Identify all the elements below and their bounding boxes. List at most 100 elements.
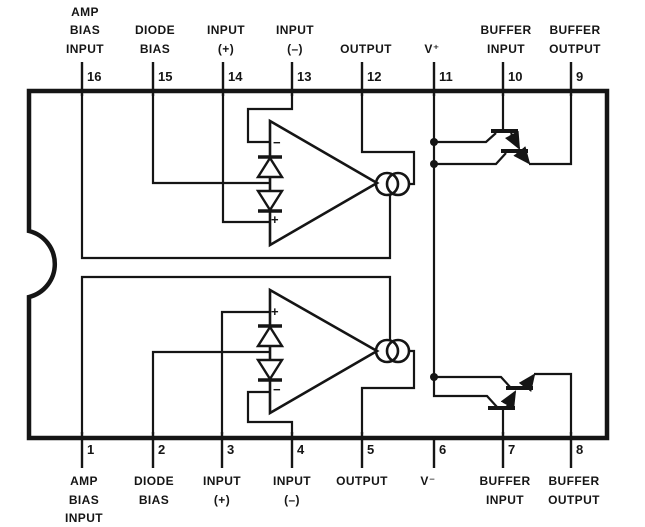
pin-label-line: DIODE — [134, 23, 176, 37]
bottom-pin-3-label: INPUT (+) — [203, 472, 241, 509]
bottom-pin-number-3: 3 — [227, 442, 235, 457]
pin-label-line: BUFFER — [548, 474, 600, 488]
bottom-pin-4-label: INPUT (–) — [273, 472, 311, 509]
pin-label-line: INPUT — [207, 23, 245, 37]
pin-label-line: (+) — [213, 492, 231, 507]
top-pin-9-label: BUFFER OUTPUT — [549, 21, 601, 58]
opamp1-inverting-sign: − — [273, 135, 281, 150]
wire-pin14-input-plus — [221, 94, 270, 224]
opamp1-diodes — [255, 155, 285, 213]
top-pin-12-label: OUTPUT — [340, 40, 392, 59]
pin-label-line: AMP — [70, 474, 98, 488]
opamp1-output-current-source — [374, 171, 411, 197]
diode-triangle — [255, 189, 285, 213]
wire-pin9-buffer-output — [529, 94, 573, 166]
pin-label-line: INPUT — [273, 474, 311, 488]
buffer2-q1-emitter — [500, 390, 517, 410]
buffer1-collector-wire-2 — [434, 152, 507, 166]
top-pin-number-13: 13 — [297, 69, 312, 84]
buffer2-q2-emitter — [518, 373, 536, 392]
pin-label-line: BUFFER — [479, 474, 531, 488]
bottom-pin-number-5: 5 — [367, 442, 375, 457]
pin-label-line: (–) — [287, 41, 303, 56]
top-pin-number-15: 15 — [158, 69, 173, 84]
bottom-pin-number-2: 2 — [158, 442, 166, 457]
top-pin-number-14: 14 — [228, 69, 243, 84]
diode-triangle — [255, 324, 285, 348]
pin-label-line: BUFFER — [480, 23, 532, 37]
opamp1-noninverting-sign: + — [271, 212, 279, 227]
pin-label-line: INPUT — [487, 41, 525, 56]
wire-pin15-diode-bias — [151, 94, 270, 185]
buffer1-darlington — [434, 94, 573, 166]
buffer1-collector-wire-1 — [434, 132, 497, 144]
top-pin-11-label: V⁺ — [424, 40, 439, 59]
wire-vplus-rail — [432, 94, 498, 408]
pin-label-line: INPUT — [276, 23, 314, 37]
opamp2-inverting-sign: − — [273, 382, 281, 397]
wire-pin2-diode-bias — [151, 350, 270, 434]
buffer1-q2-emitter — [513, 146, 531, 165]
bottom-pin-7-label: BUFFER INPUT — [479, 472, 530, 509]
wire-pin8-buffer-output — [534, 372, 573, 434]
junction-dot — [430, 160, 438, 168]
pin-label-line: BUFFER — [549, 23, 601, 37]
top-pin-16-label: AMP BIAS INPUT — [66, 3, 104, 59]
opamp2-diodes — [255, 324, 285, 382]
opamp2-triangle — [268, 287, 380, 416]
pin-label-line: OUTPUT — [336, 474, 388, 488]
pin-label-line: OUTPUT — [340, 41, 392, 56]
opamp1-triangle — [268, 118, 380, 248]
bottom-pin-5-label: OUTPUT — [336, 472, 388, 491]
pin-label-line: INPUT — [66, 41, 104, 56]
pin-label-line: OUTPUT — [549, 41, 601, 56]
pin-label-line: V⁺ — [424, 41, 440, 56]
wire-pin3-input-plus — [220, 310, 270, 434]
ic-outline — [26, 88, 610, 441]
pin-label-line: INPUT — [203, 474, 241, 488]
top-pin-stub-lines — [80, 62, 573, 96]
bottom-pin-number-8: 8 — [576, 442, 584, 457]
pin-label-line: INPUT — [486, 492, 524, 507]
top-pin-number-12: 12 — [367, 69, 382, 84]
opamp2-noninverting-sign: + — [271, 304, 279, 319]
top-pin-15-label: DIODE BIAS — [135, 21, 175, 58]
top-pin-number-11: 11 — [439, 69, 453, 84]
buffer1-q1-emitter — [504, 130, 521, 150]
bottom-pin-stub-lines — [80, 432, 573, 468]
junction-dot — [430, 373, 438, 381]
wire-pin13-input-minus — [246, 94, 294, 144]
pin-label-line: (+) — [217, 41, 235, 56]
bottom-pin-6-label: V⁻ — [420, 472, 435, 491]
bottom-pin-number-4: 4 — [297, 442, 305, 457]
diode-triangle — [255, 155, 285, 179]
wire-pin1-amp-bias — [80, 275, 392, 434]
top-pin-13-label: INPUT (–) — [276, 21, 314, 58]
bottom-pin-1-label: AMP BIAS INPUT — [65, 472, 103, 527]
pin-label-line: BIAS — [69, 23, 101, 37]
pin-label-line: INPUT — [65, 511, 103, 525]
pin-label-line: V⁻ — [420, 474, 436, 488]
bottom-pin-number-6: 6 — [439, 442, 447, 457]
pin-label-line: BIAS — [68, 492, 100, 507]
pin-label-line: (–) — [284, 492, 300, 507]
diode-triangle — [255, 358, 285, 382]
opamp2-output-current-source — [374, 338, 411, 364]
bottom-pin-number-7: 7 — [508, 442, 516, 457]
pin-label-line: AMP — [71, 4, 99, 19]
top-pin-number-9: 9 — [576, 69, 584, 84]
pin-label-line: DIODE — [133, 474, 175, 488]
pin-label-line: BIAS — [139, 41, 171, 56]
buffer2-darlington — [434, 372, 573, 434]
wire-pin16-amp-bias — [80, 94, 392, 260]
buffer2-collector-wire-1 — [434, 375, 512, 389]
wire-pin5-output — [360, 349, 416, 434]
junction-dot — [430, 138, 438, 146]
wire-pin4-input-minus — [246, 390, 294, 434]
top-pin-14-label: INPUT (+) — [207, 21, 245, 58]
wire-pin12-output — [360, 94, 416, 186]
